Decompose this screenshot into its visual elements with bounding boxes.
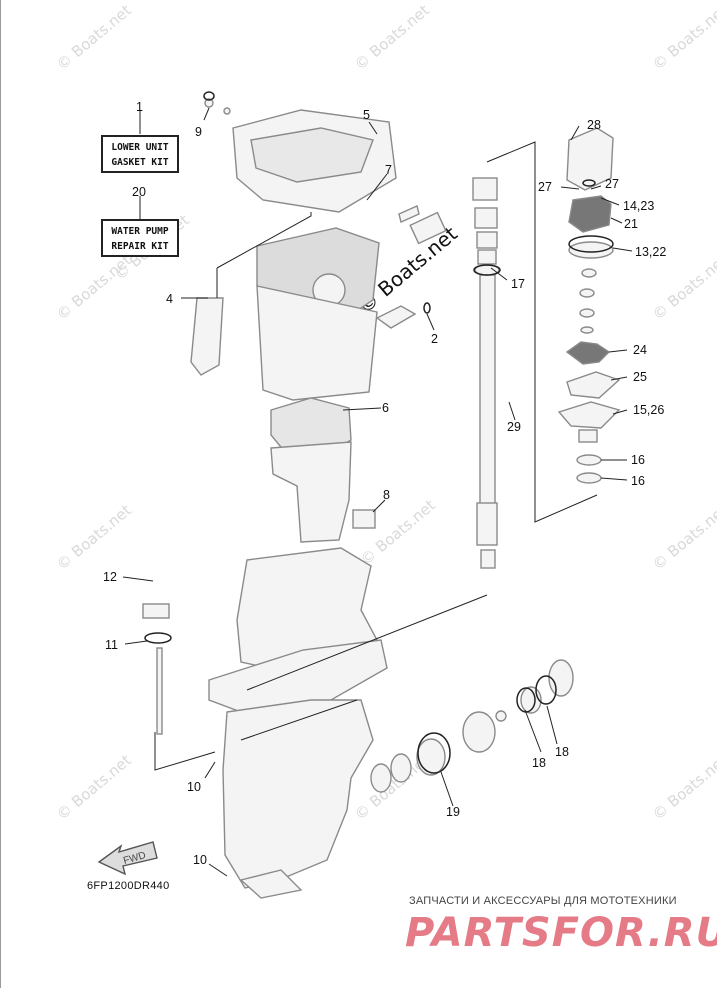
callout-label: 27 (605, 177, 619, 191)
callout-label: 6 (382, 401, 389, 415)
exhaust-body (256, 285, 378, 401)
callout-label: 10 (193, 853, 207, 867)
kit-label: LOWER UNIT (111, 142, 169, 153)
lower-unit-gasket-kit-box: LOWER UNIT GASKET KIT (101, 135, 179, 173)
callout-label: 13,22 (635, 245, 666, 259)
callout-label: 18 (532, 756, 546, 770)
pump-housing (566, 127, 614, 191)
callout-label: 11 (105, 638, 118, 652)
gearcase (222, 699, 374, 889)
shift-rod (156, 647, 163, 735)
water-pump-repair-kit-box: WATER PUMP REPAIR KIT (101, 219, 179, 257)
callout-label: 7 (385, 163, 392, 177)
exhaust-pipe (270, 441, 352, 543)
callout-label: 18 (555, 745, 569, 759)
callout-label: 1 (136, 100, 143, 114)
kit-label: WATER PUMP (111, 226, 169, 237)
callout-label: 16 (631, 453, 645, 467)
brand-tagline: ЗАПЧАСТИ И АКСЕССУАРЫ ДЛЯ МОТОТЕХНИКИ (409, 895, 677, 907)
pump-liner (568, 195, 612, 233)
fwd-arrow-icon (97, 841, 158, 876)
callout-label: 28 (587, 118, 601, 132)
callout-label: 15,26 (633, 403, 664, 417)
brand-logo: PARTSFOR.RU (405, 910, 717, 956)
plate-gasket (557, 401, 621, 429)
callout-label: 20 (132, 185, 146, 199)
callout-label: 10 (187, 780, 201, 794)
callout-label: 21 (624, 217, 638, 231)
outer-plate (566, 371, 621, 399)
callout-label: 27 (538, 180, 552, 194)
drive-shaft (479, 274, 496, 508)
callout-label: 24 (633, 343, 647, 357)
anti-ventilation-plate (208, 639, 388, 713)
impeller (565, 341, 611, 365)
callout-label: 25 (633, 370, 647, 384)
callout-label: 19 (446, 805, 460, 819)
callout-label: 12 (103, 570, 117, 584)
callout-label: 17 (511, 277, 525, 291)
callout-label: 29 (507, 420, 521, 434)
kit-label: GASKET KIT (111, 157, 169, 168)
kit-label: REPAIR KIT (111, 241, 169, 252)
callout-label: 2 (431, 332, 438, 346)
callout-label: 16 (631, 474, 645, 488)
callout-label: 4 (166, 292, 173, 306)
callout-label: 9 (195, 125, 202, 139)
callout-label: 8 (383, 488, 390, 502)
callout-label: 5 (363, 108, 370, 122)
drawing-code: 6FP1200DR440 (87, 880, 170, 892)
callout-label: 14,23 (623, 199, 654, 213)
